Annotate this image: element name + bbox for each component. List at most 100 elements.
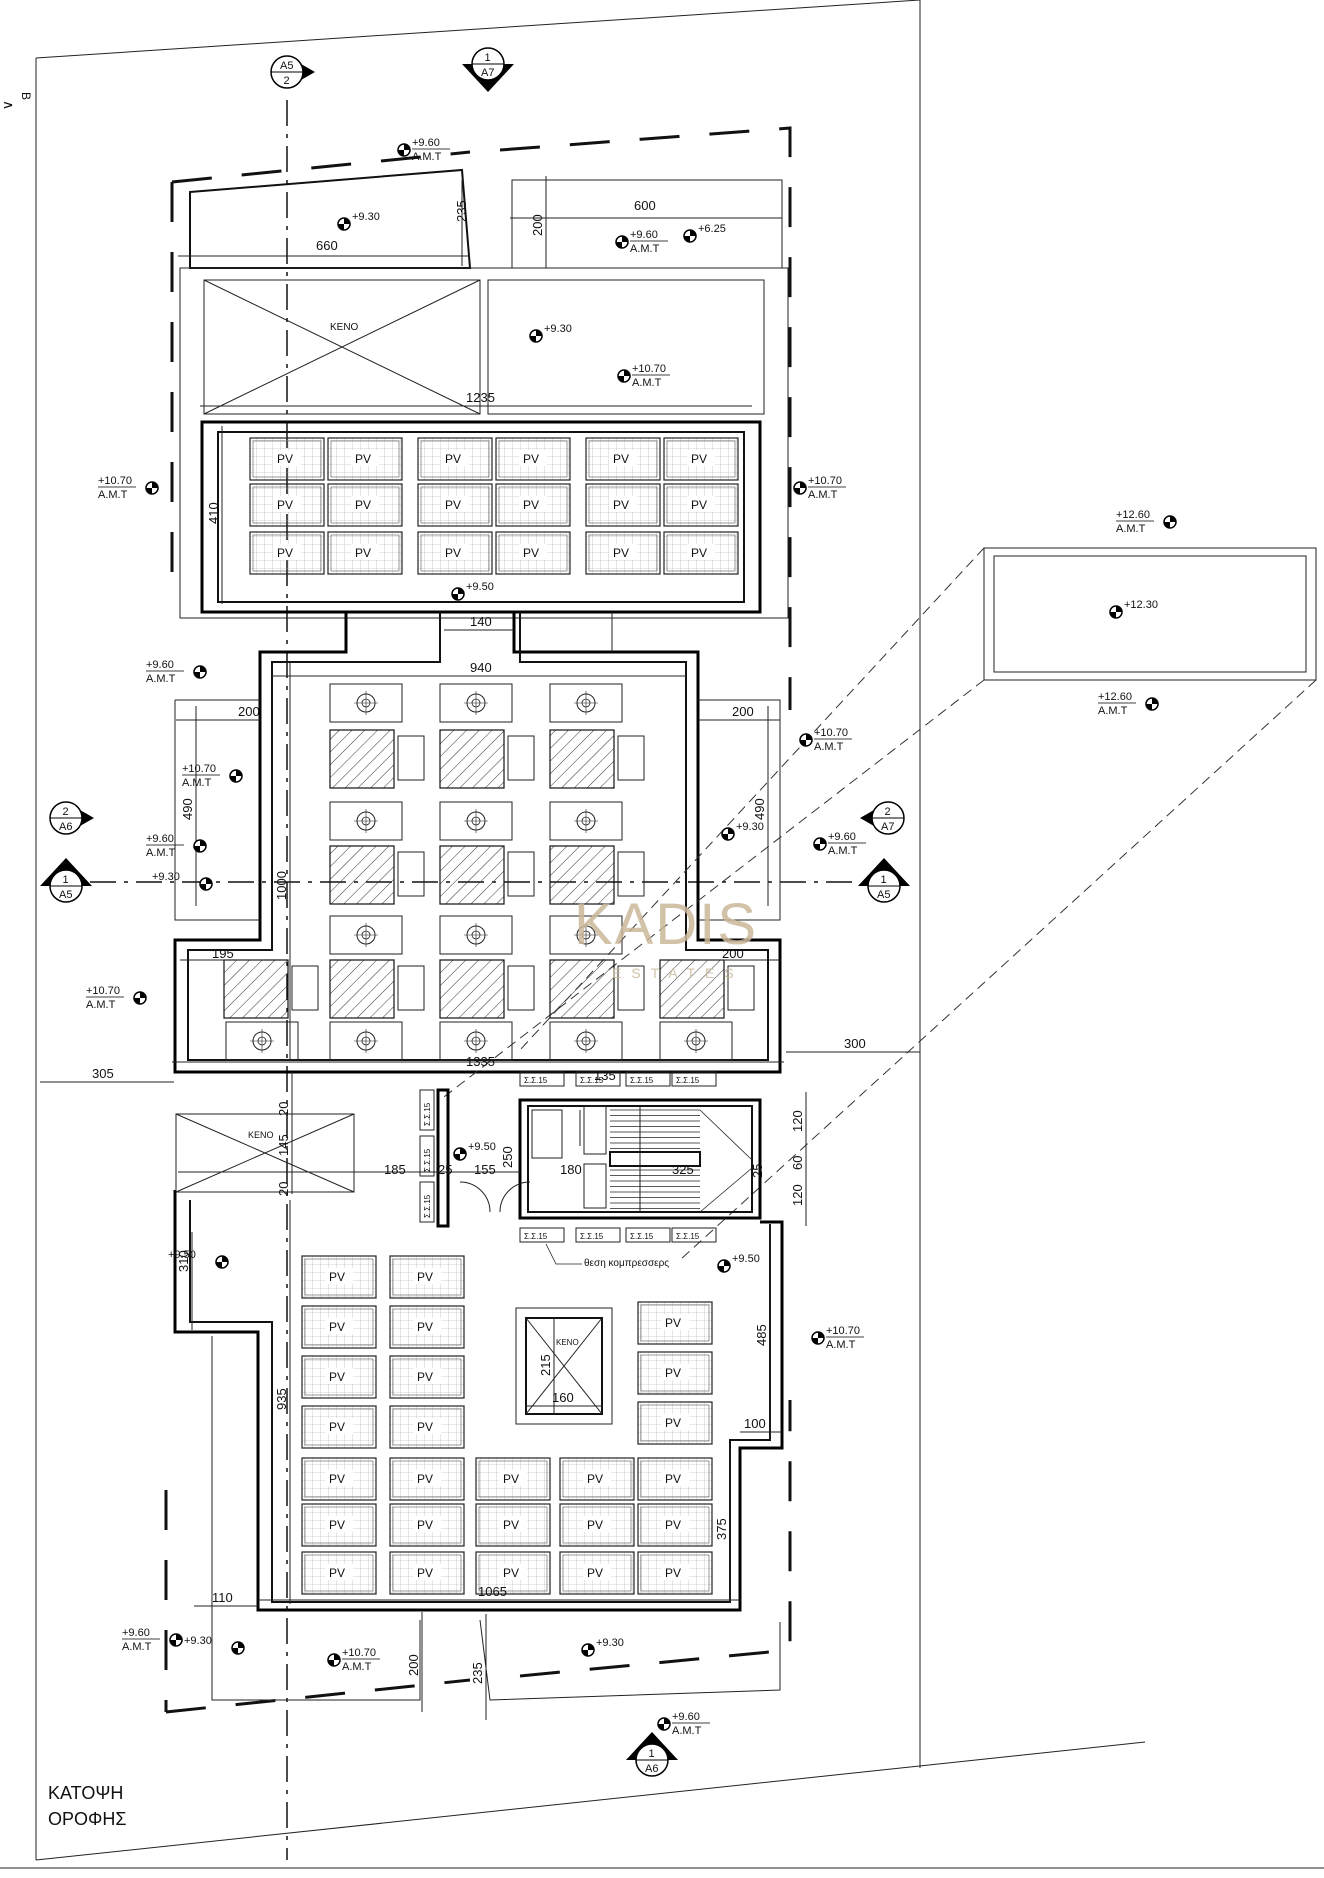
section-marker-bottom: A6 <box>59 821 72 833</box>
dimension-value: 1335 <box>466 1054 495 1069</box>
elevation-ref: A.M.T <box>342 1661 372 1673</box>
condenser-unit <box>659 959 755 1019</box>
pv-panel: PV <box>389 1503 465 1547</box>
pv-label: PV <box>665 1416 681 1430</box>
elevation-marker: +9.30 <box>721 821 764 841</box>
dimension-value: 660 <box>316 238 338 253</box>
section-marker-top: 2 <box>63 806 69 818</box>
void-label-left: ΚΕΝΟ <box>248 1130 274 1140</box>
pv-label: PV <box>445 452 461 466</box>
elevation-value: +12.30 <box>1124 599 1158 611</box>
dimension-value: 935 <box>274 1388 289 1410</box>
pv-panel: PV <box>663 437 739 481</box>
fan-unit <box>439 1021 513 1061</box>
elevation-value: +9.50 <box>466 581 494 593</box>
pv-label: PV <box>417 1420 433 1434</box>
section-marker-top: 1 <box>649 1748 655 1760</box>
elevation-marker: +9.30 <box>337 211 380 231</box>
dimension-value: 250 <box>500 1146 515 1168</box>
elevation-value: +10.70 <box>814 727 848 739</box>
elevation-ref: A.M.T <box>182 777 212 789</box>
pv-panel: PV <box>389 1355 465 1399</box>
pv-label: PV <box>355 546 371 560</box>
dimension-value: 25 <box>438 1162 452 1177</box>
elevation-ref: A.M.T <box>814 741 844 753</box>
pv-panel: PV <box>495 437 571 481</box>
ac-unit-label: Σ.Σ.15 <box>423 1102 432 1126</box>
dimension-value: 160 <box>552 1390 574 1405</box>
pv-panel: PV <box>495 483 571 527</box>
pv-panel: PV <box>301 1355 377 1399</box>
ac-unit: Σ.Σ.15 <box>575 1071 621 1087</box>
pv-label: PV <box>523 546 539 560</box>
pv-label: PV <box>665 1472 681 1486</box>
north-arrow-icon: ∧ <box>1 100 17 110</box>
elevation-ref: A.M.T <box>672 1725 702 1737</box>
section-marker-top: 1 <box>63 874 69 886</box>
pv-label: PV <box>417 1320 433 1334</box>
dimension-value: 200 <box>238 704 260 719</box>
condenser-unit <box>223 959 319 1019</box>
dimension-value: 20 <box>276 1102 291 1116</box>
pv-panel: PV <box>663 531 739 575</box>
section-marker: 1A5 <box>858 858 910 903</box>
pv-label: PV <box>329 1566 345 1580</box>
dimension-value: 185 <box>384 1162 406 1177</box>
elevation-marker: +10.70A.M.T <box>327 1647 380 1673</box>
elevation-marker: +9.60A.M.T <box>813 831 866 857</box>
elevation-ref: A.M.T <box>828 845 858 857</box>
elevation-marker: +9.30 <box>152 871 213 891</box>
elevation-marker: +9.60A.M.T <box>397 137 450 163</box>
pv-label: PV <box>613 452 629 466</box>
dimension-value: 60 <box>790 1156 805 1170</box>
pv-panel: PV <box>637 1301 713 1345</box>
elevation-value: +10.70 <box>342 1647 376 1659</box>
pv-label: PV <box>665 1518 681 1532</box>
ac-unit: Σ.Σ.15 <box>575 1227 621 1243</box>
caption-line-2: ΟΡΟΦΗΣ <box>48 1809 127 1829</box>
section-marker: 1A5 <box>40 858 92 903</box>
dimension-value: 375 <box>714 1518 729 1540</box>
elevation-value: +9.60 <box>630 229 658 241</box>
elevation-ref: A.M.T <box>632 377 662 389</box>
condenser-unit <box>549 729 645 789</box>
pv-panel: PV <box>637 1457 713 1501</box>
caption-line-1: ΚΑΤΟΨΗ <box>48 1783 124 1803</box>
elevation-marker: +12.60A.M.T <box>1116 509 1177 535</box>
pv-panel: PV <box>389 1305 465 1349</box>
ac-unit: Σ.Σ.15 <box>519 1071 565 1087</box>
dimension-value: 200 <box>530 214 545 236</box>
fan-unit <box>549 801 623 841</box>
ac-unit: Σ.Σ.15 <box>419 1181 435 1223</box>
dimension-value: 410 <box>206 502 221 524</box>
fan-unit <box>659 1021 733 1061</box>
pv-label: PV <box>329 1420 345 1434</box>
elevation-ref: A.M.T <box>826 1339 856 1351</box>
ac-unit-label: Σ.Σ.15 <box>580 1076 604 1085</box>
dimension-value: 200 <box>406 1654 421 1676</box>
elevation-marker: +9.50 <box>717 1253 760 1273</box>
elevation-marker: +9.50 <box>453 1141 496 1161</box>
pv-label: PV <box>329 1320 345 1334</box>
pv-panel: PV <box>637 1551 713 1595</box>
section-marker: 2A6 <box>49 801 94 835</box>
elevation-value: +12.60 <box>1116 509 1150 521</box>
pv-panel: PV <box>417 483 493 527</box>
elevation-value: +9.50 <box>168 1249 196 1261</box>
elevation-ref: A.M.T <box>630 243 660 255</box>
dimension-value: 180 <box>560 1162 582 1177</box>
section-marker-bottom: 2 <box>284 75 290 87</box>
ac-unit-label: Σ.Σ.15 <box>423 1148 432 1172</box>
watermark-subtext: ESTATES <box>612 965 744 981</box>
pv-panel: PV <box>249 531 325 575</box>
pv-label: PV <box>503 1518 519 1532</box>
pv-panel: PV <box>585 531 661 575</box>
elevation-marker: +9.30 <box>529 323 572 343</box>
elevation-marker: +9.60A.M.T <box>122 1627 183 1653</box>
elevation-value: +9.60 <box>672 1711 700 1723</box>
pv-panel: PV <box>475 1551 551 1595</box>
elevation-marker: +9.50 <box>451 581 494 601</box>
section-marker-top: 1 <box>485 52 491 64</box>
